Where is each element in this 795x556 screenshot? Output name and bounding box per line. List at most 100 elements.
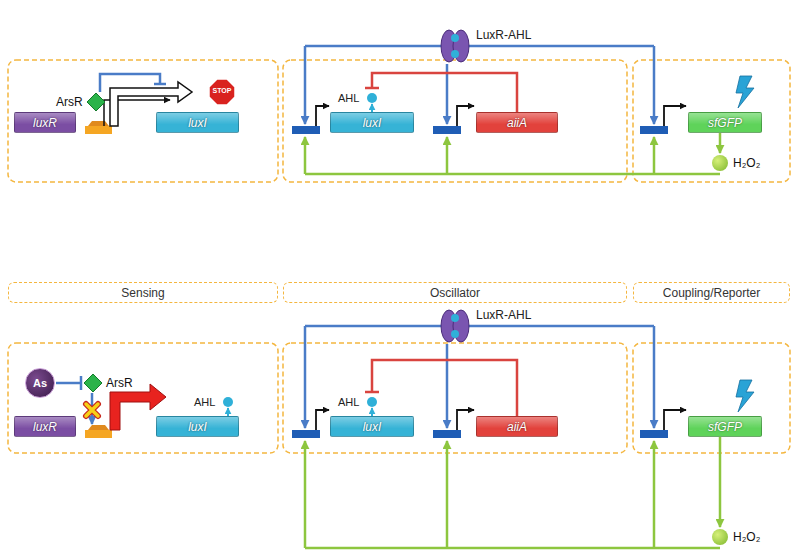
node-text: LuxR-AHL xyxy=(476,28,531,42)
ahl-molecules-g xyxy=(228,104,372,416)
node-text: H₂O₂ xyxy=(733,530,760,544)
sensing-promoter-top-path xyxy=(154,83,166,86)
luxr-ahl-activation-path xyxy=(304,46,307,124)
inhibition-bar xyxy=(80,376,83,390)
connector-line xyxy=(719,437,722,527)
octagon-fill xyxy=(209,79,235,105)
node-text: ArsR xyxy=(56,95,83,109)
gene-box: aiiA xyxy=(476,112,558,133)
diamond-fill xyxy=(84,374,102,392)
aiia-repression-path xyxy=(365,391,379,394)
arsenic-ion: As xyxy=(25,368,55,398)
promoter-group-copy xyxy=(292,380,754,438)
luxr-ahl-activation xyxy=(305,46,654,428)
module-panels-rect xyxy=(8,60,278,182)
sensing-promoter-top-path xyxy=(100,74,160,92)
gene-box: sfGFP xyxy=(688,112,762,133)
gene-box: luxI xyxy=(156,112,239,133)
node-text: luxI xyxy=(363,420,382,434)
diamond-fill xyxy=(87,93,105,111)
gene-box: luxI xyxy=(330,416,414,437)
connector xyxy=(720,133,721,153)
sensing-promoter-top-rect xyxy=(85,126,112,134)
molecule-label: AHL xyxy=(338,92,359,104)
promoter-group-g-path xyxy=(457,106,474,126)
module-panels xyxy=(8,60,790,453)
node-text: ArsR xyxy=(106,376,133,390)
molecule: H₂O₂ xyxy=(712,528,760,546)
h2o2-coupling-path xyxy=(653,137,656,174)
h2o2-coupling-path xyxy=(446,137,449,174)
connector-line xyxy=(56,382,81,385)
node-text: luxR xyxy=(33,420,57,434)
diamond-shape xyxy=(86,92,106,112)
module-panels-rect xyxy=(8,343,278,453)
module-label: Oscillator xyxy=(283,282,627,303)
stop-sign: STOP xyxy=(208,78,236,106)
promoter-group-polygon xyxy=(736,76,754,108)
gene-box: sfGFP xyxy=(688,416,762,437)
ahl-ball xyxy=(451,314,459,322)
gene-box: luxR xyxy=(14,416,76,437)
h2o2-coupling-path xyxy=(304,441,307,548)
connector xyxy=(720,437,721,527)
ahl-molecules-g-path xyxy=(371,408,373,416)
node-text: Sensing xyxy=(121,286,164,300)
connector-line xyxy=(719,133,722,153)
ahl-ball xyxy=(451,50,459,58)
node-text: sfGFP xyxy=(708,420,742,434)
protein-complex: LuxR-AHL xyxy=(438,26,538,64)
luxr-ahl-activation-path xyxy=(653,46,656,124)
h2o2-coupling-path xyxy=(653,441,656,548)
node-text: luxI xyxy=(363,116,382,130)
node-text: sfGFP xyxy=(708,116,742,130)
sensing-promoter-bottom xyxy=(85,384,166,438)
node-text: As xyxy=(33,377,47,389)
node-text: LuxR-AHL xyxy=(476,308,531,322)
gene-box: luxI xyxy=(156,416,239,437)
promoter-group xyxy=(292,76,754,134)
promoter-group-rect xyxy=(640,126,668,134)
sensing-promoter-bottom-rect xyxy=(85,430,112,438)
aiia-repression-path xyxy=(372,360,517,416)
luxr-ahl-activation-path xyxy=(305,325,654,328)
aiia-repression-path xyxy=(365,87,379,90)
diamond-shape xyxy=(83,373,103,393)
complex-shape xyxy=(438,306,472,344)
molecule-dot xyxy=(712,529,728,545)
sensing-promoter-top-polygon xyxy=(88,121,109,126)
gene-box: aiiA xyxy=(476,416,558,437)
molecule-label: AHL xyxy=(194,396,215,408)
ahl-molecules-g-path xyxy=(371,104,373,112)
node-text: H₂O₂ xyxy=(733,156,760,170)
node-text: luxI xyxy=(188,116,207,130)
molecule-label: AHL xyxy=(338,396,359,408)
node-text: aiiA xyxy=(507,116,527,130)
node-text: STOP xyxy=(208,87,236,94)
luxr-ahl-activation-path xyxy=(304,326,307,428)
node-text: Oscillator xyxy=(430,286,480,300)
ahl-molecules-circle xyxy=(367,397,377,407)
luxr-ahl-activation-path xyxy=(653,326,656,428)
module-panels-rect xyxy=(633,60,790,182)
ahl-ball xyxy=(451,34,459,42)
gene-box: luxI xyxy=(330,112,414,133)
aiia-repression-path xyxy=(372,73,517,112)
protein-complex: LuxR-AHL xyxy=(438,306,538,344)
connector xyxy=(56,376,81,390)
complex-shape xyxy=(438,26,472,64)
luxr-ahl-activation-path xyxy=(305,45,654,48)
module-label: Sensing xyxy=(8,282,278,303)
ahl-molecules-circle xyxy=(223,397,233,407)
h2o2-coupling xyxy=(305,137,720,548)
h2o2-coupling-path xyxy=(305,173,720,176)
repressor-protein: ArsR xyxy=(56,92,106,112)
gene-box: luxR xyxy=(14,112,76,133)
ahl-ball xyxy=(451,330,459,338)
molecule: H₂O₂ xyxy=(712,154,760,172)
promoter-group-g-path xyxy=(664,106,686,126)
h2o2-coupling-path xyxy=(446,441,449,548)
sensing-promoter-bottom-polygon xyxy=(88,425,109,430)
